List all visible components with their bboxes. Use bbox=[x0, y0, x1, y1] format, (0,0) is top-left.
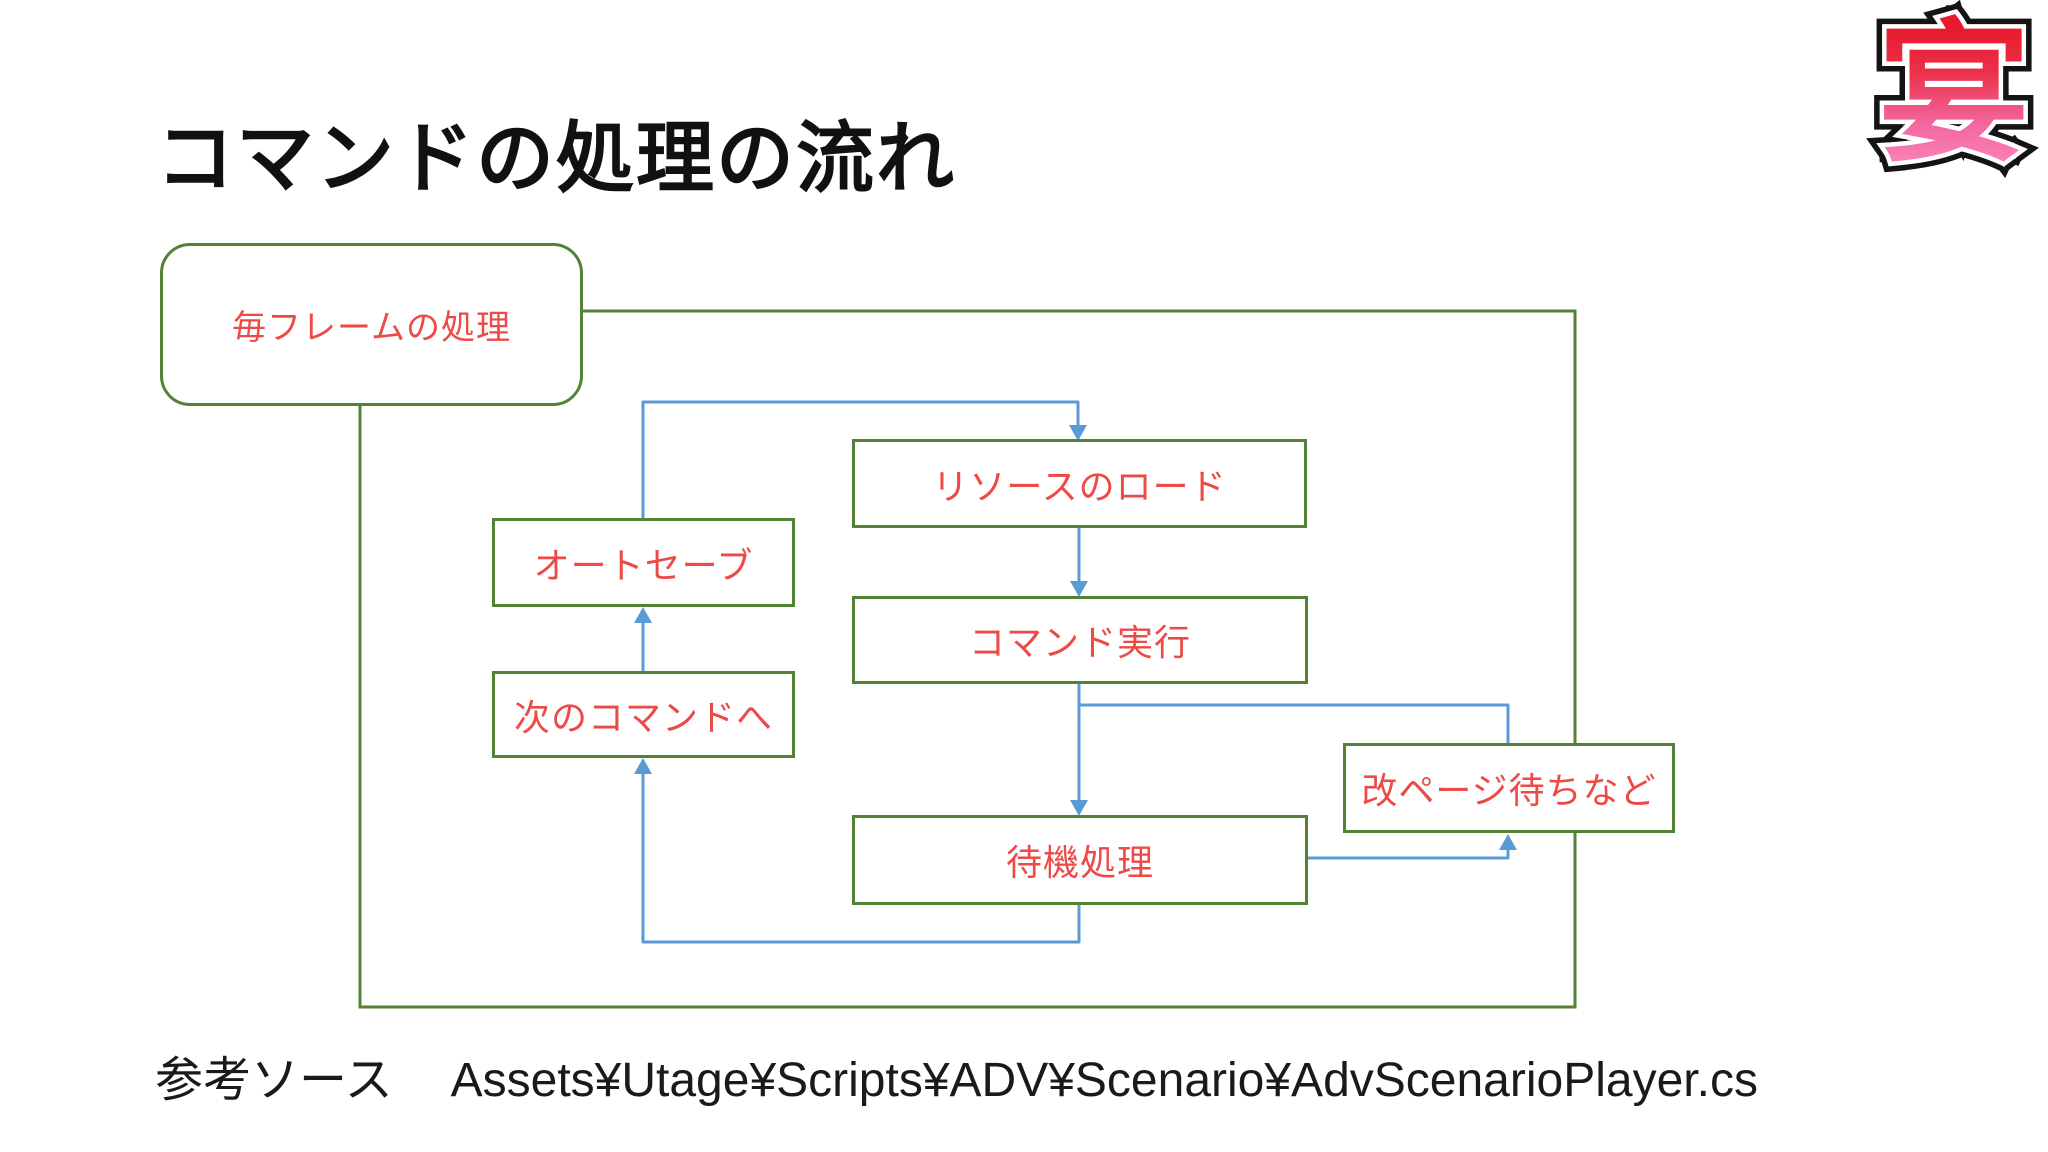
node-label: オートセーブ bbox=[533, 544, 754, 586]
connector-wait-to-pagewait bbox=[1308, 849, 1510, 860]
arrowhead-up-into-next bbox=[634, 758, 652, 774]
node-command-exec: コマンド実行 bbox=[852, 596, 1308, 684]
connector-autosave-to-load bbox=[641, 400, 1080, 518]
node-frame-loop: 毎フレームの処理 bbox=[160, 243, 583, 406]
arrowhead-down-into-load bbox=[1069, 425, 1087, 441]
arrowhead-down-into-exec bbox=[1070, 581, 1088, 597]
logo-glyph-inner-stroke: 宴 bbox=[1874, 7, 2035, 183]
logo-glyph-outline: 宴 bbox=[1868, 1, 2040, 188]
logo-glyph-fill: 宴 bbox=[1878, 10, 2030, 180]
node-wait-process: 待機処理 bbox=[852, 815, 1308, 905]
node-label: 次のコマンドへ bbox=[513, 696, 773, 738]
arrowhead-down-into-wait bbox=[1070, 800, 1088, 816]
node-next-command: 次のコマンドへ bbox=[492, 671, 795, 758]
utage-logo-icon: 宴 宴 宴 bbox=[1868, 1, 2048, 202]
node-page-wait: 改ページ待ちなど bbox=[1343, 743, 1675, 833]
node-auto-save: オートセーブ bbox=[492, 518, 795, 607]
connector-wait-to-next bbox=[641, 773, 1081, 944]
page-title: コマンドの処理の流れ bbox=[156, 114, 957, 202]
connector-exec-to-pagewait bbox=[1079, 703, 1510, 743]
frame-loop-boundary bbox=[358, 309, 1577, 1009]
node-resource-load: リソースのロード bbox=[852, 439, 1307, 528]
footer-label: 参考ソース bbox=[155, 1054, 393, 1107]
node-label: リソースのロード bbox=[932, 465, 1227, 507]
node-label: 待機処理 bbox=[1005, 842, 1154, 883]
arrowhead-up-into-pagewait bbox=[1499, 834, 1517, 850]
node-label: 改ページ待ちなど bbox=[1361, 770, 1657, 811]
footer-source-path: Assets¥Utage¥Scripts¥ADV¥Scenario¥AdvSce… bbox=[450, 1054, 1758, 1107]
arrowhead-up-into-autosave bbox=[634, 607, 652, 623]
footer-reference: 参考ソース Assets¥Utage¥Scripts¥ADV¥Scenario¥A… bbox=[155, 1040, 1758, 1110]
node-label: コマンド実行 bbox=[968, 622, 1191, 663]
node-label: 毎フレームの処理 bbox=[232, 309, 511, 347]
